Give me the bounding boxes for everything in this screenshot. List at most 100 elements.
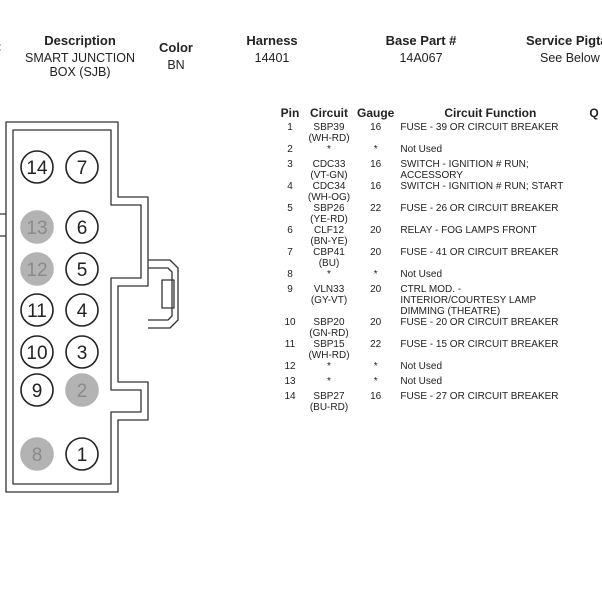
row-gauge: 16 [370,391,382,402]
header-circuit: Circuit [309,106,348,120]
connector-pin-3 [65,335,99,369]
row-function: RELAY - FOG LAMPS FRONT [400,225,537,236]
header-color-label: Color [159,40,193,55]
header-base-part-value: 14A067 [399,51,443,65]
header-color-value: BN [167,58,185,72]
row-extra [583,339,601,361]
row-extra [583,159,601,181]
header-harness-label: Harness [246,33,298,48]
row-extra [583,122,601,144]
row-pin: 9 [287,284,293,295]
row-circuit: * [327,269,331,280]
row-function: Not Used [400,376,443,387]
row-pin: 2 [287,144,293,155]
connector-pin-label-2: 2 [77,381,88,402]
connector-pin-label-5: 5 [77,260,88,281]
row-circuit: SBP26(YE-RD) [310,203,348,225]
row-extra [583,376,601,391]
row-circuit: SBP39(WH-RD) [308,122,350,144]
row-extra [583,144,601,159]
row-circuit: CBP41(BU) [313,247,345,269]
row-pin: 11 [284,339,296,350]
row-function: FUSE - 20 OR CIRCUIT BREAKER [400,317,559,328]
connector-latch-inner [148,267,173,321]
row-function: FUSE - 15 OR CIRCUIT BREAKER [400,339,559,350]
row-gauge: 20 [370,317,382,328]
connector-pin-label-9: 9 [32,381,43,402]
table-row: 13**Not Used [276,376,602,391]
header-service-pigtail-label: Service Pigta [526,33,602,48]
table-row: 9 VLN33(GY-VT) 20 CTRL MOD. -INTERIOR/COURT… [276,284,602,317]
row-gauge: 22 [370,339,382,350]
connector-pin-1 [65,437,99,471]
connector-pin-label-13: 13 [26,218,47,239]
row-pin: 8 [287,269,293,280]
header-description-value: SMART JUNCTION BOX (SJB) [25,51,135,79]
table-row: 1 SBP39(WH-RD) 16 FUSE - 39 OR CIRCUIT BREA… [276,122,602,144]
row-function: FUSE - 39 OR CIRCUIT BREAKER [400,122,559,133]
header-pin: Pin [280,106,300,120]
connector-pin-2 [65,373,99,407]
connector-pin-7 [65,150,99,184]
connector-pin-11 [20,293,54,327]
row-extra [583,203,601,225]
connector-inner-shell [12,129,142,485]
connector-pin-label-11: 11 [27,301,47,322]
row-function: Not Used [400,269,443,280]
row-pin: 5 [287,203,293,214]
row-pin: 7 [287,247,293,258]
row-circuit: * [327,376,331,387]
header-gauge: Gauge [357,106,395,120]
connector-pin-label-6: 6 [77,218,88,239]
row-function: FUSE - 41 OR CIRCUIT BREAKER [400,247,559,258]
row-circuit: CDC33(VT-GN) [310,159,348,181]
connector-left-key [0,213,6,237]
row-circuit: SBP20(GN-RD) [309,317,349,339]
row-extra [583,247,601,269]
row-pin: 3 [287,159,293,170]
row-extra [583,317,601,339]
row-pin: 6 [287,225,293,236]
connector-pin-8 [20,437,54,471]
header-extra: Q [589,106,599,120]
header-description-label: Description [44,33,116,48]
row-extra [583,391,601,413]
header-service-pigtail-value: See Below [540,51,600,65]
connector-pin-14 [20,150,54,184]
row-pin: 14 [284,391,296,402]
row-pin: 10 [284,317,296,328]
row-circuit: * [327,361,331,372]
row-pin: 12 [284,361,296,372]
connector-latch-tab [161,279,175,309]
connector-pin-4 [65,293,99,327]
header-circuit-function: Circuit Function [444,106,537,120]
header-colon: : [0,38,2,54]
connector-pin-label-8: 8 [32,445,43,466]
row-pin: 1 [287,122,293,133]
table-row: 14 SBP27(BU-RD) 16 FUSE - 27 OR CIRCUIT BRE… [276,391,602,413]
row-extra [583,284,601,317]
table-row: 12**Not Used [276,361,602,376]
row-gauge: 16 [370,122,382,133]
row-pin: 13 [284,376,296,387]
row-circuit: SBP15(WH-RD) [308,339,350,361]
row-function: FUSE - 27 OR CIRCUIT BREAKER [400,391,559,402]
pin-table-header-row: Pin Circuit Gauge Circuit Function Q [276,106,602,122]
row-gauge: * [373,361,378,372]
row-circuit: VLN33(GY-VT) [310,284,348,306]
connector-pin-12 [20,252,54,286]
row-gauge: * [373,144,378,155]
row-pin: 4 [287,181,293,192]
header-harness-value: 14401 [254,51,290,65]
connector-outer-shell [5,121,149,493]
row-gauge: 20 [370,284,382,295]
row-circuit: SBP27(BU-RD) [309,391,349,413]
table-row: 8**Not Used [276,269,602,284]
connector-pin-label-14: 14 [26,158,48,179]
row-gauge: 20 [370,225,382,236]
